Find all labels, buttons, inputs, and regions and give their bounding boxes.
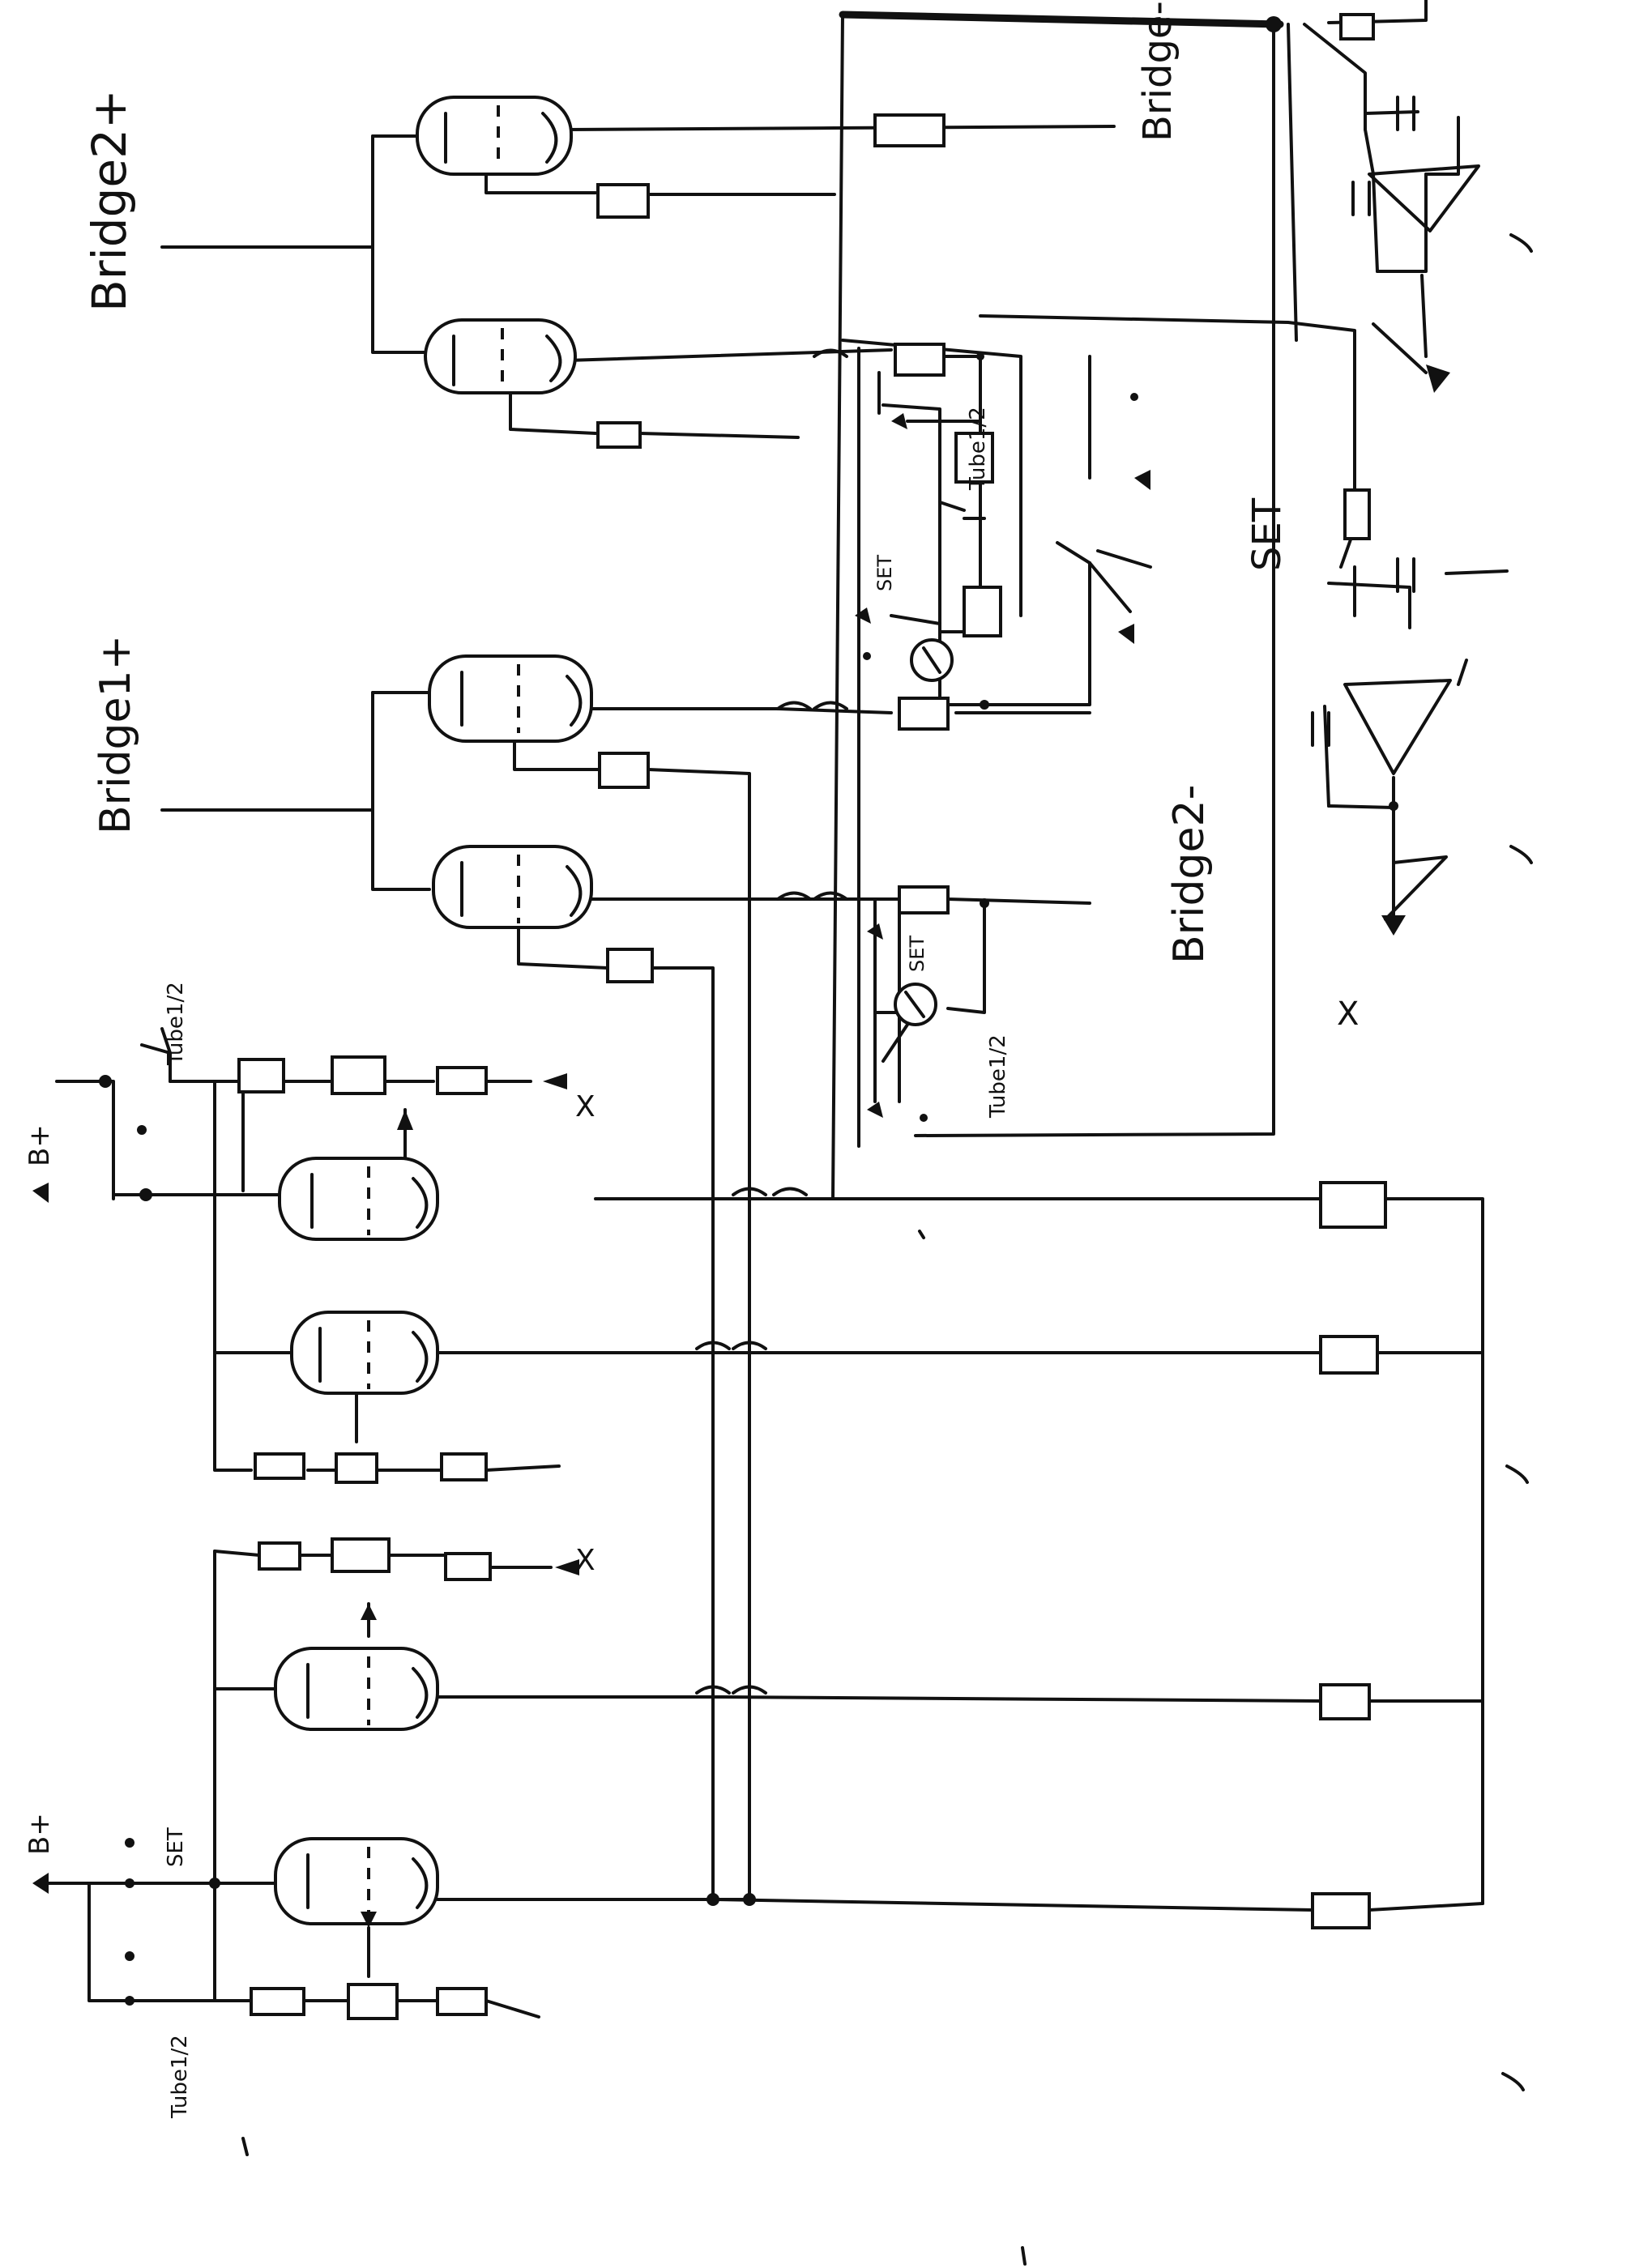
resistor-symbol xyxy=(894,343,946,377)
capacitor-symbol xyxy=(1351,181,1371,216)
set-label: SET xyxy=(164,1827,188,1867)
resistor-symbol xyxy=(237,1058,285,1094)
wires xyxy=(47,0,1509,2019)
capacitor-symbol xyxy=(1396,96,1415,131)
resistor-symbol xyxy=(254,1452,305,1480)
bridge1-plus-label: Bridge1+ xyxy=(92,635,140,834)
resistor-symbol xyxy=(1311,1892,1371,1929)
tube-half-label: Tube1/2 xyxy=(164,982,188,1066)
resistor-symbol xyxy=(873,113,946,147)
stray-marks xyxy=(241,233,1533,2266)
resistor-symbol xyxy=(963,586,1002,637)
tube-half-label: Tube1/2 xyxy=(966,407,990,491)
resistor-symbol xyxy=(1319,1335,1379,1375)
tube-symbol xyxy=(278,1157,439,1241)
capacitor-symbol xyxy=(1396,557,1415,593)
tube-symbol xyxy=(424,318,577,394)
resistor-symbol xyxy=(898,697,950,731)
tube-symbols xyxy=(274,96,593,1925)
tube-half-label: Tube1/2 xyxy=(986,1034,1010,1119)
op-amp-symbols xyxy=(1343,164,1480,775)
transistor-symbols xyxy=(894,638,954,1026)
x-label: X xyxy=(575,1090,595,1123)
op-amp-symbol xyxy=(1368,164,1480,232)
resistor-symbol xyxy=(1339,13,1375,40)
resistor-symbol xyxy=(596,421,642,449)
resistor-symbol xyxy=(598,752,650,789)
capacitor-symbols xyxy=(1311,96,1415,747)
tube-symbol xyxy=(428,654,593,743)
labels: Bridge2+ Bridge1+ Bridge2- Bridge- SET S… xyxy=(23,1,1359,2119)
resistor-symbol xyxy=(954,432,994,484)
resistor-symbol xyxy=(258,1541,301,1571)
resistor-symbol xyxy=(250,1987,305,2016)
bridge-minus-label: Bridge- xyxy=(1135,1,1180,142)
resistor-symbol xyxy=(440,1452,488,1481)
op-amp-symbol xyxy=(1343,679,1452,775)
x-label: X xyxy=(575,1544,595,1577)
terminal-symbols xyxy=(32,364,1450,1928)
tube-symbol xyxy=(290,1311,439,1395)
resistor-symbols xyxy=(237,13,1387,2020)
resistor-symbol xyxy=(347,1983,399,2020)
tube-half-label: Tube1/2 xyxy=(168,2035,192,2119)
tube-symbol xyxy=(274,1647,439,1731)
resistor-symbol xyxy=(444,1552,492,1581)
set-label: SET xyxy=(873,555,896,591)
resistor-symbol xyxy=(1319,1181,1387,1229)
resistor-symbol xyxy=(436,1066,488,1095)
b-plus-label: B+ xyxy=(23,1124,56,1166)
resistor-symbol xyxy=(335,1452,378,1484)
set-label: SET xyxy=(906,936,928,972)
junction-dots xyxy=(99,16,1398,2006)
bridge2-minus-label: Bridge2- xyxy=(1165,785,1214,964)
x-label: X xyxy=(1337,995,1359,1033)
tube-symbol xyxy=(274,1837,439,1925)
resistor-symbol xyxy=(331,1055,386,1095)
resistor-symbol xyxy=(1319,1683,1371,1720)
resistor-symbol xyxy=(606,948,654,983)
tube-symbol xyxy=(416,96,573,176)
resistor-symbol xyxy=(1343,488,1371,540)
resistor-symbol xyxy=(596,183,650,219)
bridge2-plus-label: Bridge2+ xyxy=(82,89,137,312)
set-label: SET xyxy=(1244,497,1290,571)
tube-symbol xyxy=(432,845,593,929)
resistor-symbol xyxy=(898,885,950,914)
capacitor-symbol xyxy=(1311,711,1330,747)
resistor-symbol xyxy=(331,1537,391,1573)
b-plus-label: B+ xyxy=(23,1813,56,1855)
resistor-symbol xyxy=(436,1987,488,2016)
